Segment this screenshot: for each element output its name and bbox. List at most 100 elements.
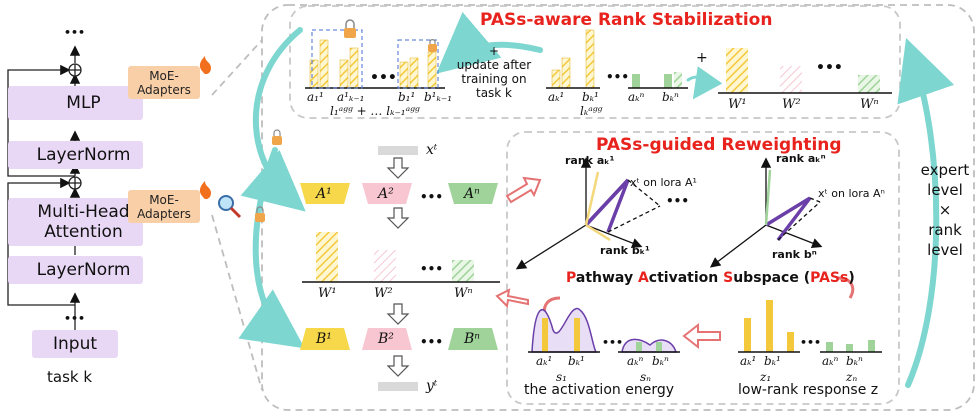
bar — [858, 75, 880, 93]
dots-top: ••• — [64, 26, 86, 39]
xt-bar — [378, 146, 418, 155]
rank-stabilization-title: PASs-aware Rank Stabilization — [480, 10, 773, 30]
bar — [574, 318, 580, 352]
rank-ak1: rank aₖ¹ — [565, 154, 615, 167]
z1-label: z₁ — [760, 370, 772, 384]
input-label: Input — [52, 334, 98, 354]
mha-line2: Attention — [44, 222, 123, 242]
axes-left — [515, 157, 661, 270]
lock-icon — [272, 129, 282, 145]
label-bkn: bₖⁿ — [662, 90, 679, 104]
w1-top: W¹ — [728, 97, 747, 112]
right-line5: level — [927, 241, 963, 259]
center-column-shapes — [300, 146, 500, 391]
update-line1: + — [488, 44, 500, 58]
bar — [551, 69, 561, 89]
lock-icon — [255, 206, 265, 222]
plus-sign: + — [696, 50, 708, 66]
bar — [656, 342, 662, 352]
rank-bk1: rank bₖ¹ — [600, 244, 650, 257]
right-line3: × — [938, 201, 952, 219]
magnifier-icon — [218, 195, 242, 219]
adapter-bn — [448, 328, 498, 350]
bar — [846, 344, 853, 352]
rank-akn: rank aₖⁿ — [776, 152, 826, 165]
pass-p: P — [566, 270, 576, 286]
bar — [664, 74, 672, 88]
lr-ak1: aₖ¹ — [740, 354, 757, 368]
bar — [427, 51, 437, 89]
label-ak: aₖ¹ — [548, 90, 565, 104]
moe-bottom-line1: MoE- — [149, 193, 179, 207]
pass-acronym: PASs — [810, 270, 849, 286]
bar — [780, 66, 802, 93]
bar — [787, 332, 794, 352]
moe-bottom-line2: Adapters — [137, 207, 191, 221]
label-bk1: b¹ₖ₋₁ — [424, 90, 453, 104]
lock-icon — [344, 19, 356, 38]
adapter-b1 — [300, 328, 350, 350]
w2-label: W² — [374, 286, 393, 301]
wn-label: Wⁿ — [454, 286, 473, 301]
layernorm-bottom-label: LayerNorm — [36, 260, 131, 280]
ae-bkn: bₖⁿ — [652, 354, 669, 368]
bar — [542, 318, 548, 352]
a2-label: A² — [378, 186, 394, 202]
adapter-b2 — [362, 328, 412, 350]
adapter-a1 — [300, 183, 350, 204]
agg-left: l₁ᵃᵍᵍ + … lₖ₋₁ᵃᵍᵍ — [330, 104, 420, 118]
lr-bkn: bₖⁿ — [846, 354, 863, 368]
mlp-block: MLP — [8, 86, 143, 120]
bar — [636, 342, 642, 352]
bar — [744, 318, 751, 352]
pass-athway: athway — [575, 270, 638, 286]
layernorm-top-label: LayerNorm — [36, 145, 131, 165]
w1-label: W¹ — [318, 286, 337, 301]
label-a1: a₁¹ — [307, 90, 324, 104]
bar — [349, 47, 359, 89]
fire-icon — [199, 56, 211, 75]
xt-label: xᵗ — [426, 142, 438, 158]
left-wiring — [7, 45, 82, 330]
bar — [674, 72, 682, 88]
moe-adapters-bottom: MoE- Adapters — [128, 190, 200, 223]
activation-energy-label: the activation energy — [524, 382, 674, 398]
low-rank-label: low-rank response z — [738, 382, 879, 398]
ae-ak1: aₖ¹ — [536, 354, 553, 368]
bar — [399, 61, 409, 89]
pass-pace: pace ( — [761, 270, 811, 286]
bar — [766, 300, 773, 352]
axes-right — [709, 157, 823, 268]
dots-bottom: ••• — [64, 312, 86, 325]
layernorm-top-block: LayerNorm — [8, 141, 143, 169]
mlp-label: MLP — [66, 93, 101, 113]
lr-bk1: bₖ¹ — [764, 354, 781, 368]
bar — [319, 39, 329, 89]
moe-top-line1: MoE- — [149, 69, 179, 83]
update-line3: training on — [461, 72, 527, 86]
ae-bk1: bₖ¹ — [568, 354, 585, 368]
expert-rank-label: expert level × rank level — [920, 160, 970, 260]
reweighting-title: PASs-guided Reweighting — [596, 135, 842, 155]
yt-bar — [378, 382, 418, 391]
dots-a: ••• — [420, 190, 444, 204]
mha-block: Multi-Head Attention — [8, 198, 143, 246]
adapter-a2 — [362, 183, 412, 204]
right-line4: rank — [928, 221, 962, 239]
bar — [316, 232, 338, 282]
dots-ae: ••• — [602, 336, 624, 349]
bar — [826, 342, 833, 352]
fire-icon — [199, 181, 211, 200]
bar — [585, 29, 595, 89]
update-line2: update after — [456, 58, 532, 72]
dots-mid: ••• — [606, 70, 630, 84]
b2-label: B² — [378, 331, 394, 347]
label-akn: aₖⁿ — [628, 90, 645, 104]
pass-ub: ub — [733, 270, 754, 286]
pass-close: ) — [848, 270, 855, 286]
pass-ctivation: ctivation — [648, 270, 724, 286]
bar — [309, 59, 319, 89]
ae-akn: aₖⁿ — [627, 354, 644, 368]
sn-label: sₙ — [640, 370, 652, 384]
